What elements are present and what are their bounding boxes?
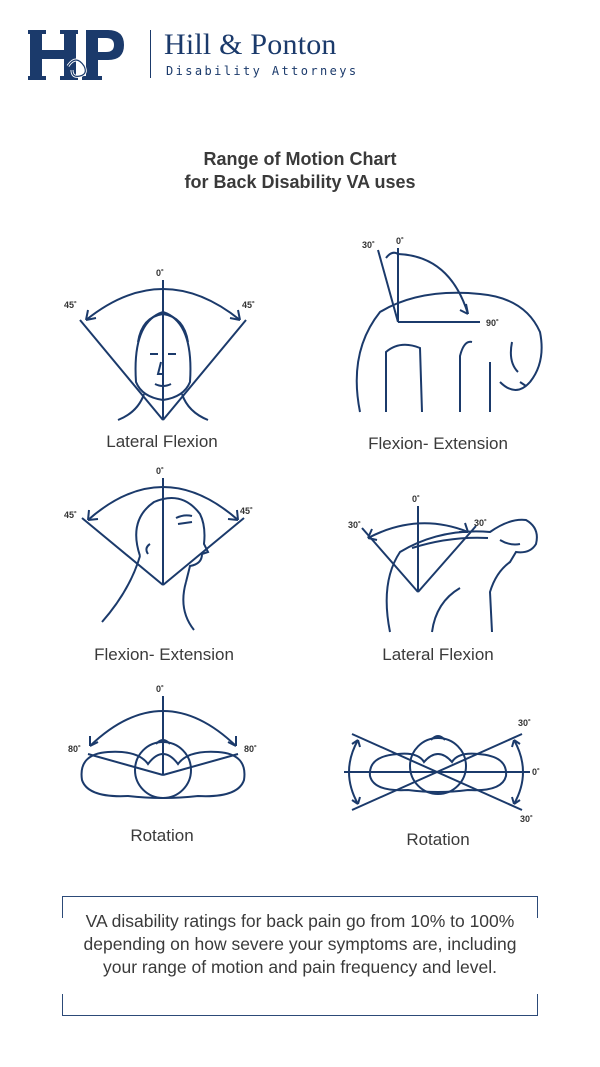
- back-bend-figure: 30˚ 0˚ 90˚: [355, 236, 543, 413]
- info-note-text: VA disability ratings for back pain go f…: [83, 911, 517, 977]
- diagram-1-label-2: 45˚: [242, 300, 255, 310]
- title-line-1: Range of Motion Chart: [203, 149, 397, 169]
- side-bend-figure: 30˚ 0˚ 30˚: [348, 494, 538, 633]
- diagram-4-caption: Lateral Flexion: [382, 645, 494, 664]
- hp-monogram-icon: [28, 30, 124, 80]
- brand-tagline: Disability Attorneys: [166, 64, 359, 78]
- diagram-2-label-0: 30˚: [362, 240, 375, 250]
- diagram-5-label-0: 0˚: [156, 684, 164, 694]
- brand-name: Hill & Ponton: [164, 28, 337, 61]
- diagram-2-label-2: 90˚: [486, 318, 499, 328]
- diagram-2-caption: Flexion- Extension: [368, 434, 508, 453]
- head-top-figure-1: 0˚ 80˚ 80˚: [68, 684, 257, 799]
- diagram-1-label-1: 45˚: [64, 300, 77, 310]
- head-top-figure-2: 30˚ 0˚ 30˚: [344, 718, 540, 824]
- brand-logo: Hill & Ponton Disability Attorneys: [28, 26, 356, 84]
- page-title: Range of Motion Chart for Back Disabilit…: [0, 148, 600, 194]
- diagram-flexion-extension-neck: 0˚ 45˚ 45˚: [58, 460, 268, 635]
- head-front-figure: 0˚ 45˚ 45˚: [64, 268, 255, 421]
- diagram-4-label-2: 30˚: [474, 518, 487, 528]
- info-note-box: VA disability ratings for back pain go f…: [62, 896, 538, 1016]
- logo-divider: [150, 30, 151, 78]
- diagram-rotation-neck: 0˚ 80˚ 80˚: [58, 680, 268, 820]
- diagram-3-label-2: 45˚: [240, 506, 253, 516]
- diagram-5-label-2: 80˚: [244, 744, 257, 754]
- diagram-lateral-flexion-back: 30˚ 0˚ 30˚: [340, 492, 560, 642]
- diagram-4-label-1: 30˚: [348, 520, 361, 530]
- head-side-figure: 0˚ 45˚ 45˚: [64, 466, 253, 631]
- diagram-1-caption: Lateral Flexion: [106, 432, 218, 451]
- diagram-6-label-2: 30˚: [520, 814, 533, 824]
- diagram-lateral-flexion-neck: 0˚ 45˚ 45˚: [58, 262, 268, 427]
- diagram-2-label-1: 0˚: [396, 236, 404, 246]
- diagram-rotation-back: 30˚ 0˚ 30˚: [338, 712, 558, 830]
- diagram-3-caption: Flexion- Extension: [94, 645, 234, 664]
- diagram-3-label-1: 45˚: [64, 510, 77, 520]
- diagram-6-label-1: 0˚: [532, 767, 540, 777]
- diagram-6-label-0: 30˚: [518, 718, 531, 728]
- diagram-5-label-1: 80˚: [68, 744, 81, 754]
- title-line-2: for Back Disability VA uses: [184, 172, 416, 192]
- diagram-flexion-extension-back: 30˚ 0˚ 90˚: [340, 232, 560, 422]
- diagram-1-label-0: 0˚: [156, 268, 164, 278]
- diagram-3-label-0: 0˚: [156, 466, 164, 476]
- diagram-4-label-0: 0˚: [412, 494, 420, 504]
- diagram-6-caption: Rotation: [406, 830, 470, 849]
- diagram-5-caption: Rotation: [130, 826, 194, 845]
